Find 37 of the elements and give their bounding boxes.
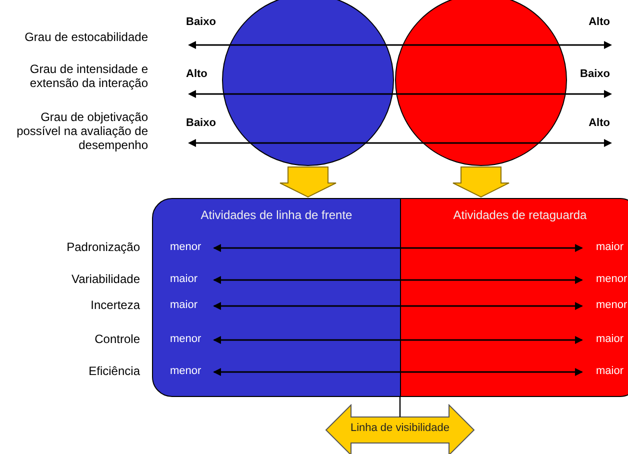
scale-label: Grau de intensidade e extensão da interação	[28, 62, 148, 90]
scale-end-label: maior	[596, 241, 624, 253]
panel-title: Atividades de linha de frente	[200, 208, 354, 222]
arrow-label: Linha de visibilidade	[349, 422, 451, 434]
scale-end-label: Baixo	[186, 117, 216, 129]
block-arrow	[452, 166, 510, 198]
scale-end-label: maior	[170, 299, 198, 311]
double-arrow	[213, 302, 583, 310]
activity-panel	[400, 198, 628, 397]
scale-end-label: menor	[170, 241, 202, 253]
scale-end-label: menor	[596, 299, 628, 311]
block-arrow	[280, 166, 336, 198]
double-arrow	[213, 244, 583, 252]
scale-end-label: menor	[170, 365, 202, 377]
scale-label: Grau de objetivação possível na avaliação de desempenho	[16, 110, 148, 152]
row-label: Eficiência	[88, 364, 140, 378]
scale-end-label: Alto	[588, 16, 610, 28]
activity-panel	[152, 198, 401, 397]
scale-end-label: maior	[596, 333, 624, 345]
scale-end-label: Alto	[186, 68, 208, 80]
scale-end-label: menor	[596, 273, 628, 285]
scale-end-label: maior	[596, 365, 624, 377]
scale-end-label: Baixo	[580, 68, 610, 80]
double-arrow	[213, 276, 583, 284]
row-label: Padronização	[66, 240, 140, 254]
row-label: Variabilidade	[72, 272, 140, 286]
scale-end-label: menor	[170, 333, 202, 345]
scale-end-label: Baixo	[186, 16, 216, 28]
scale-end-label: maior	[170, 273, 198, 285]
panel-title: Atividades de retaguarda	[452, 208, 588, 222]
scale-label: Grau de estocabilidade	[24, 30, 148, 44]
row-label: Incerteza	[90, 298, 140, 312]
double-arrow	[213, 368, 583, 376]
leader-line	[399, 396, 401, 417]
scale-end-label: Alto	[588, 117, 610, 129]
double-arrow	[213, 336, 583, 344]
row-label: Controle	[94, 332, 140, 346]
